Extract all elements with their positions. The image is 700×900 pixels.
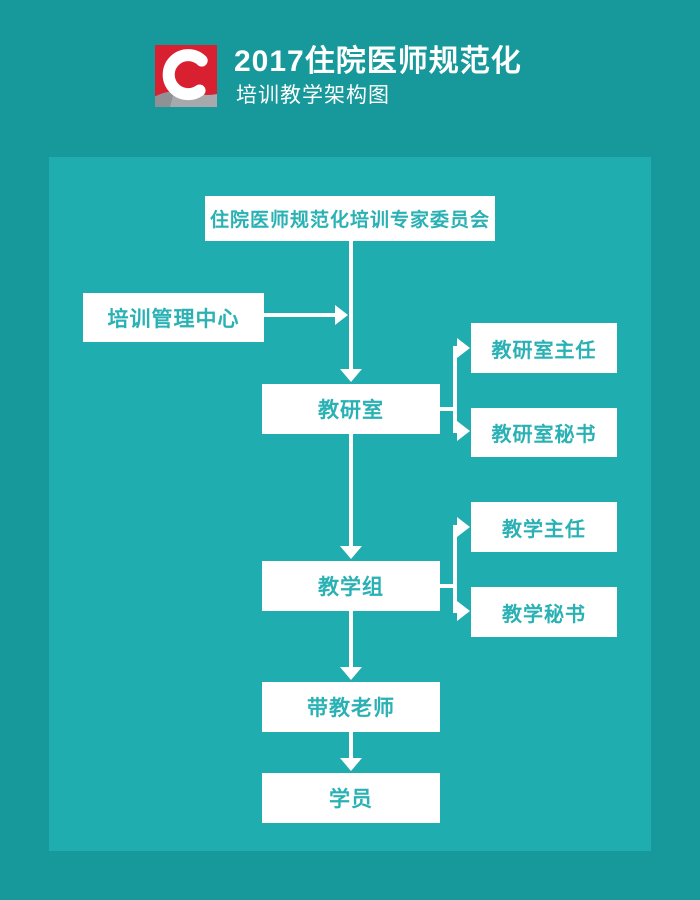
connector-office-branch-stub bbox=[440, 407, 455, 411]
connector-office-to-group bbox=[349, 434, 353, 546]
logo-icon bbox=[155, 45, 217, 107]
node-training-management-center: 培训管理中心 bbox=[83, 293, 264, 342]
node-office-secretary: 教研室秘书 bbox=[471, 408, 617, 457]
header: 2017住院医师规范化 培训教学架构图 bbox=[0, 0, 700, 157]
logo-ground-shadow bbox=[155, 91, 174, 107]
connector-mentor-to-trainee bbox=[349, 732, 353, 758]
arrowhead-mentor-to-trainee bbox=[340, 758, 362, 771]
arrowhead-office-to-director bbox=[457, 338, 470, 358]
page-subtitle: 培训教学架构图 bbox=[236, 84, 390, 107]
node-teaching-secretary: 教学秘书 bbox=[471, 587, 617, 637]
connector-office-branch-vertical bbox=[453, 346, 457, 433]
arrowhead-office-to-secretary bbox=[457, 421, 470, 441]
connector-committee-to-office bbox=[349, 241, 353, 369]
connector-group-branch-vertical bbox=[453, 525, 457, 613]
node-trainee: 学员 bbox=[262, 773, 440, 823]
connector-group-branch-stub bbox=[440, 584, 455, 588]
node-teaching-group: 教学组 bbox=[262, 561, 440, 611]
flowchart-panel: 住院医师规范化培训专家委员会 培训管理中心 教研室 教研室主任 教研室秘书 教学… bbox=[49, 157, 651, 851]
arrowhead-training-center-to-mainline bbox=[335, 305, 348, 325]
node-expert-committee: 住院医师规范化培训专家委员会 bbox=[205, 196, 495, 241]
connector-group-to-mentor bbox=[349, 611, 353, 667]
node-office-director: 教研室主任 bbox=[471, 323, 617, 373]
connector-training-center-to-mainline bbox=[264, 313, 335, 317]
logo-c-graphic bbox=[155, 45, 217, 107]
arrowhead-group-to-mentor bbox=[340, 667, 362, 680]
node-teaching-director: 教学主任 bbox=[471, 502, 617, 552]
arrowhead-group-to-director bbox=[457, 517, 470, 537]
logo-c-glyph bbox=[162, 49, 208, 101]
arrowhead-committee-to-office bbox=[340, 369, 362, 382]
node-mentor-teacher: 带教老师 bbox=[262, 682, 440, 732]
arrowhead-group-to-secretary bbox=[457, 601, 470, 621]
arrowhead-office-to-group bbox=[340, 546, 362, 559]
node-teaching-research-office: 教研室 bbox=[262, 384, 440, 434]
page-title: 2017住院医师规范化 bbox=[234, 45, 522, 78]
